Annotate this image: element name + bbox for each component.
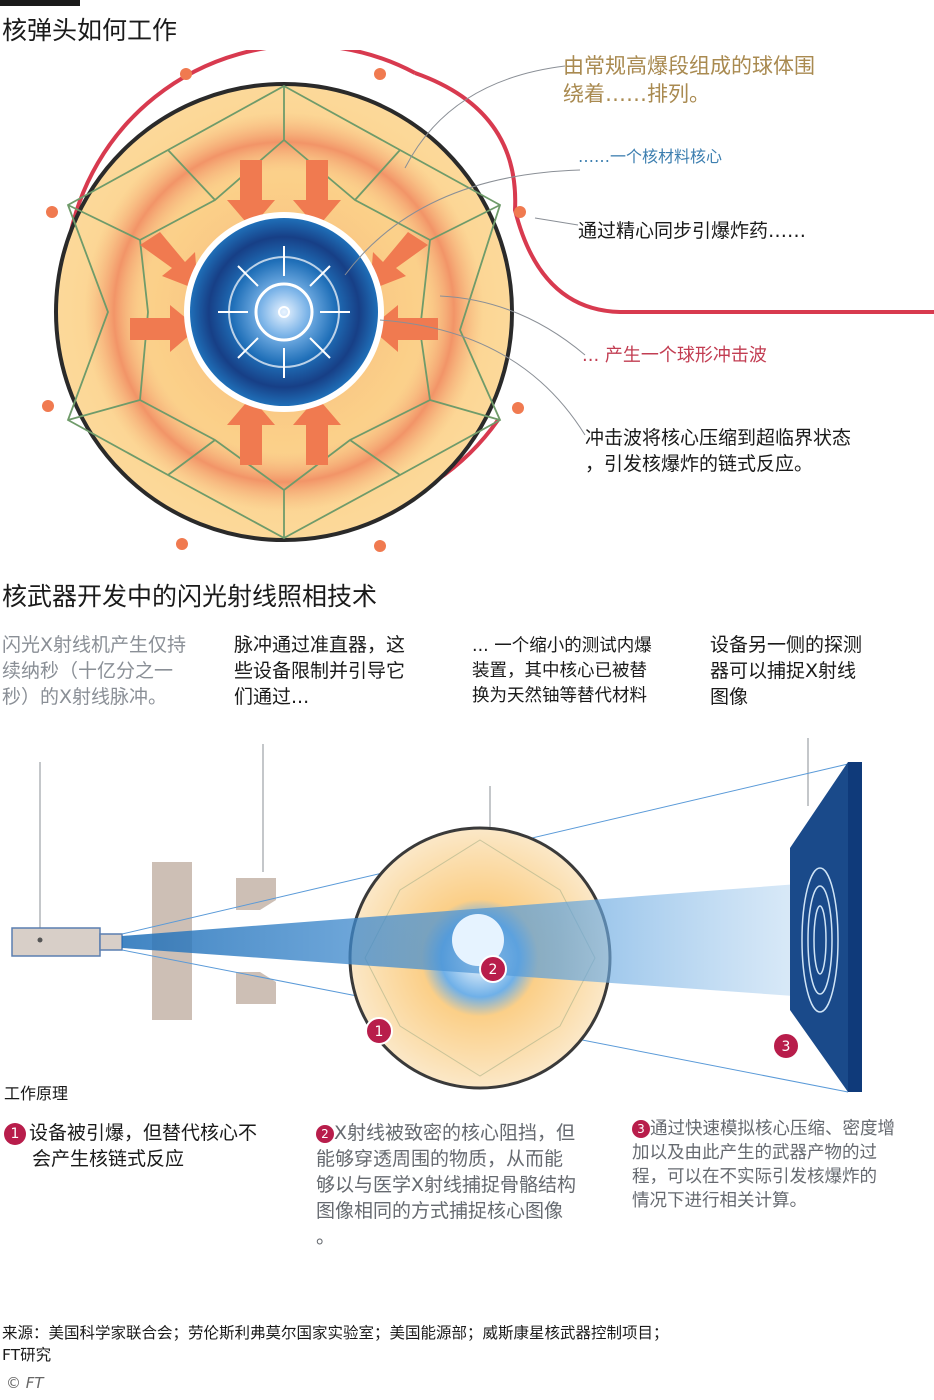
column-line: 闪光X射线机产生仅持 (2, 634, 187, 656)
annotation-compression: 冲击波将核心压缩到超临界状态 ，引发核爆炸的链式反应。 (585, 425, 851, 477)
collimator-2-bottom (236, 972, 276, 1004)
note-line: 图像相同的方式捕捉核心图像 (316, 1200, 564, 1222)
lens-lattice (66, 84, 502, 540)
badge-2: 2 (489, 962, 498, 978)
note-line: 程，可以在不实际引发核爆炸的 (632, 1167, 877, 1187)
detonator-flashes (42, 68, 526, 552)
warhead-diagram (42, 50, 934, 552)
column-collimator: 脉冲通过准直器，这 些设备限制并引导它 们通过... (234, 632, 405, 710)
ft-credit: © FT (6, 1374, 44, 1392)
column-line: 装置，其中核心已被替 (472, 661, 647, 681)
radiography-diagram: 1 2 3 (11, 738, 862, 1093)
source-line: 来源：美国科学家联合会；劳伦斯利弗莫尔国家实验室；美国能源部；威斯康星核武器控制… (2, 1324, 669, 1342)
column-line: 续纳秒（十亿分之一 (2, 660, 174, 682)
note-line: 够以与医学X射线捕捉骨骼结构 (316, 1174, 577, 1196)
note-line: 通过快速模拟核心压缩、密度增 (650, 1119, 895, 1139)
annotation-core: ……一个核材料核心 (578, 147, 723, 166)
annotation-shockwave: ... 产生一个球形冲击波 (582, 345, 767, 366)
diagram-badges: 1 2 3 (365, 955, 800, 1060)
note-line: 。 (316, 1226, 336, 1248)
column-line: 器可以捕捉X射线 (710, 660, 857, 682)
source-note: 来源：美国科学家联合会；劳伦斯利弗莫尔国家实验室；美国能源部；威斯康星核武器控制… (2, 1322, 669, 1366)
xray-nozzle (99, 933, 123, 951)
note-line: 设备被引爆，但替代核心不 (29, 1122, 258, 1144)
annotation-explosive-sphere: 由常规高爆段组成的球体围 绕着……排列。 (563, 52, 815, 108)
column-line: 些设备限制并引导它 (234, 660, 406, 682)
column-line: 脉冲通过准直器，这 (234, 634, 406, 656)
nuclear-core (190, 218, 378, 406)
warhead-title: 核弹头如何工作 (2, 16, 178, 45)
column-line: 换为天然铀等替代材料 (472, 686, 647, 706)
top-accent-bar (0, 0, 80, 6)
column-line: 设备另一侧的探测 (710, 634, 863, 656)
radiography-title: 核武器开发中的闪光射线照相技术 (2, 582, 378, 611)
badge-1: 1 (375, 1024, 384, 1040)
column-xray-machine: 闪光X射线机产生仅持 续纳秒（十亿分之一 秒）的X射线脉冲。 (2, 632, 186, 710)
annotation-line: ，引发核爆炸的链式反应。 (585, 453, 814, 475)
note-badge: 1 (4, 1122, 26, 1145)
annotation-line: 由常规高爆段组成的球体围 (563, 54, 815, 78)
note-line: X射线被致密的核心阻挡，但 (334, 1122, 576, 1144)
device-core (452, 914, 504, 966)
note-line: 能够穿透周围的物质，从而能 (316, 1148, 564, 1170)
note-line: 情况下进行相关计算。 (632, 1191, 807, 1211)
how-it-works-heading: 工作原理 (4, 1084, 69, 1103)
column-line: ... 一个缩小的测试内爆 (472, 636, 652, 656)
note-badge: 3 (632, 1120, 650, 1138)
core-compression-arrows (218, 246, 350, 378)
source-line: FT研究 (2, 1346, 52, 1364)
column-test-device: ... 一个缩小的测试内爆 装置，其中核心已被替 换为天然铀等替代材料 (472, 634, 652, 709)
xray-machine (11, 927, 101, 957)
column-line: 们通过... (234, 686, 310, 708)
column-line: 秒）的X射线脉冲。 (2, 686, 168, 708)
leader-lines (344, 65, 586, 436)
column-line: 图像 (710, 686, 749, 708)
note-badge: 2 (316, 1124, 334, 1143)
collimator-2-top (236, 878, 276, 910)
badge-3: 3 (782, 1039, 791, 1055)
annotation-line: 绕着……排列。 (563, 82, 710, 106)
detector-edge (848, 762, 862, 1092)
annotation-line: 冲击波将核心压缩到超临界状态 (585, 427, 852, 449)
annotation-detonate: 通过精心同步引爆炸药…… (578, 220, 807, 242)
note-line: 会产生核链式反应 (32, 1148, 185, 1170)
detector-panel (790, 762, 848, 1092)
note-line: 加以及由此产生的武器产物的过 (632, 1143, 877, 1163)
detector-image (801, 867, 839, 1013)
column-detector: 设备另一侧的探测 器可以捕捉X射线 图像 (710, 632, 862, 710)
shockwave-arrows (130, 160, 438, 465)
